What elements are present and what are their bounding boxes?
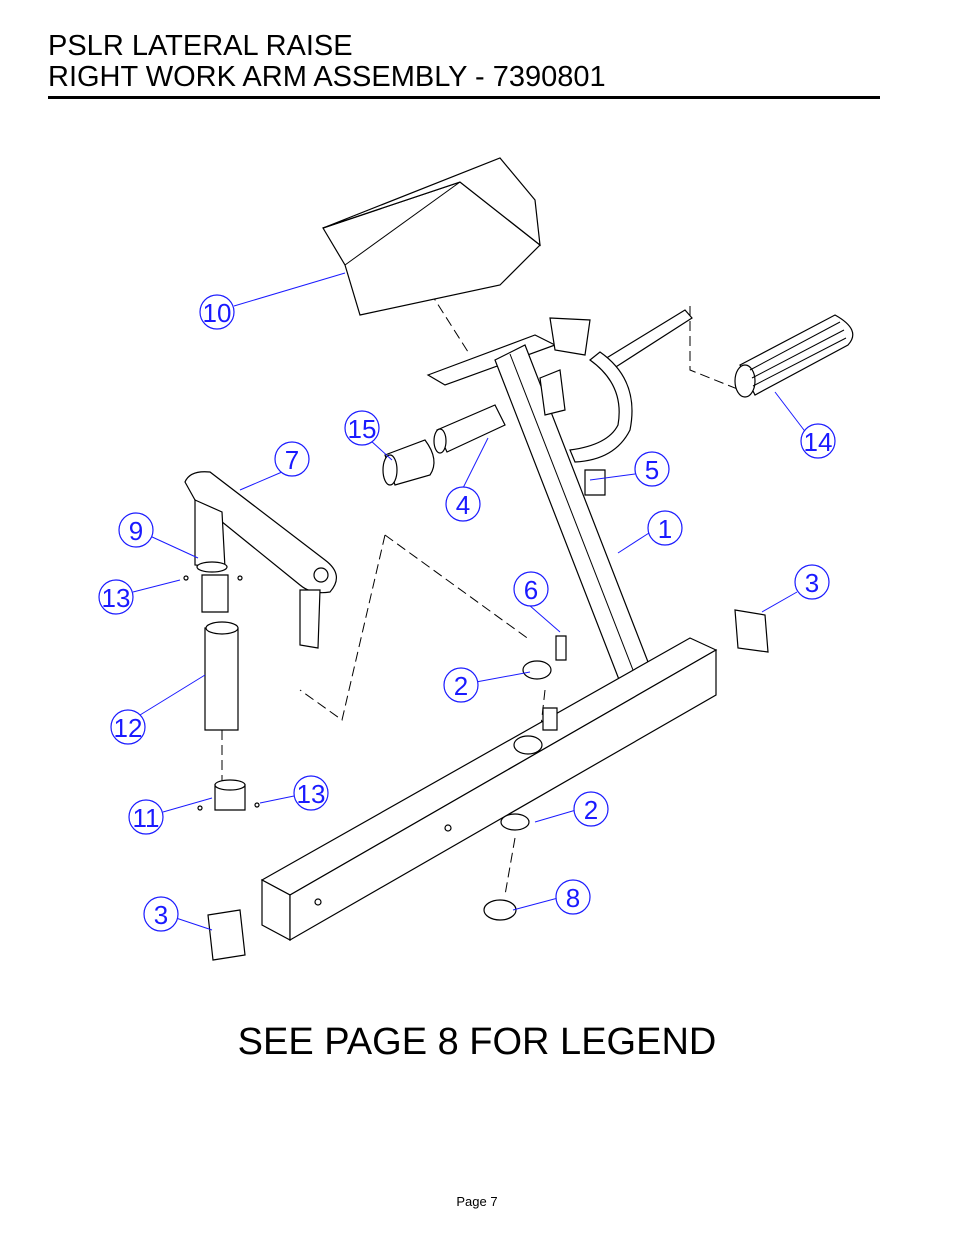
header-rule [48, 96, 880, 99]
part-arm [184, 471, 337, 649]
callout-2: 2 [443, 667, 479, 703]
callout-label: 3 [154, 900, 168, 930]
callout-15: 15 [344, 410, 380, 446]
callout-label: 4 [456, 490, 470, 520]
callout-label: 10 [203, 298, 232, 328]
part-foam-roller-left [382, 404, 506, 486]
callout-9: 9 [118, 512, 154, 548]
callout-label: 2 [584, 795, 598, 825]
callout-10: 10 [199, 294, 235, 330]
callout-label: 7 [285, 445, 299, 475]
callout-label: 13 [102, 583, 131, 613]
callout-8: 8 [555, 879, 591, 915]
callout-7: 7 [274, 441, 310, 477]
leader-lines [132, 272, 808, 931]
callout-label: 15 [348, 414, 377, 444]
part-base-tube [260, 637, 718, 942]
callout-label: 3 [805, 568, 819, 598]
callout-1: 1 [647, 510, 683, 546]
callout-label: 8 [566, 883, 580, 913]
callout-4: 4 [445, 486, 481, 522]
callout-label: 12 [114, 713, 143, 743]
callout-label: 6 [524, 575, 538, 605]
callout-2: 2 [573, 791, 609, 827]
part-main-frame [426, 309, 693, 696]
header-title-line1: PSLR LATERAL RAISE [48, 30, 353, 62]
callout-11: 11 [128, 799, 164, 835]
callout-12: 12 [110, 709, 146, 745]
callout-label: 2 [454, 671, 468, 701]
page-number: Page 7 [456, 1194, 498, 1209]
callout-13: 13 [293, 775, 329, 811]
part-hardware [207, 609, 769, 961]
callout-6: 6 [513, 571, 549, 607]
callout-5: 5 [634, 451, 670, 487]
part-pad [322, 157, 541, 316]
callout-label: 11 [133, 803, 160, 833]
callout-3: 3 [794, 564, 830, 600]
callout-3: 3 [143, 896, 179, 932]
callout-13: 13 [98, 579, 134, 615]
callout-14: 14 [800, 423, 836, 459]
callout-label: 14 [804, 427, 833, 457]
part-tube-assembly [183, 561, 260, 811]
callout-label: 13 [297, 779, 326, 809]
legend-note: SEE PAGE 8 FOR LEGEND [237, 1021, 717, 1063]
part-foam-roller-right [734, 314, 854, 398]
callout-label: 9 [129, 516, 143, 546]
callout-label: 5 [645, 455, 659, 485]
header-title-line2: RIGHT WORK ARM ASSEMBLY - 7390801 [48, 61, 606, 93]
callout-label: 1 [658, 514, 672, 544]
